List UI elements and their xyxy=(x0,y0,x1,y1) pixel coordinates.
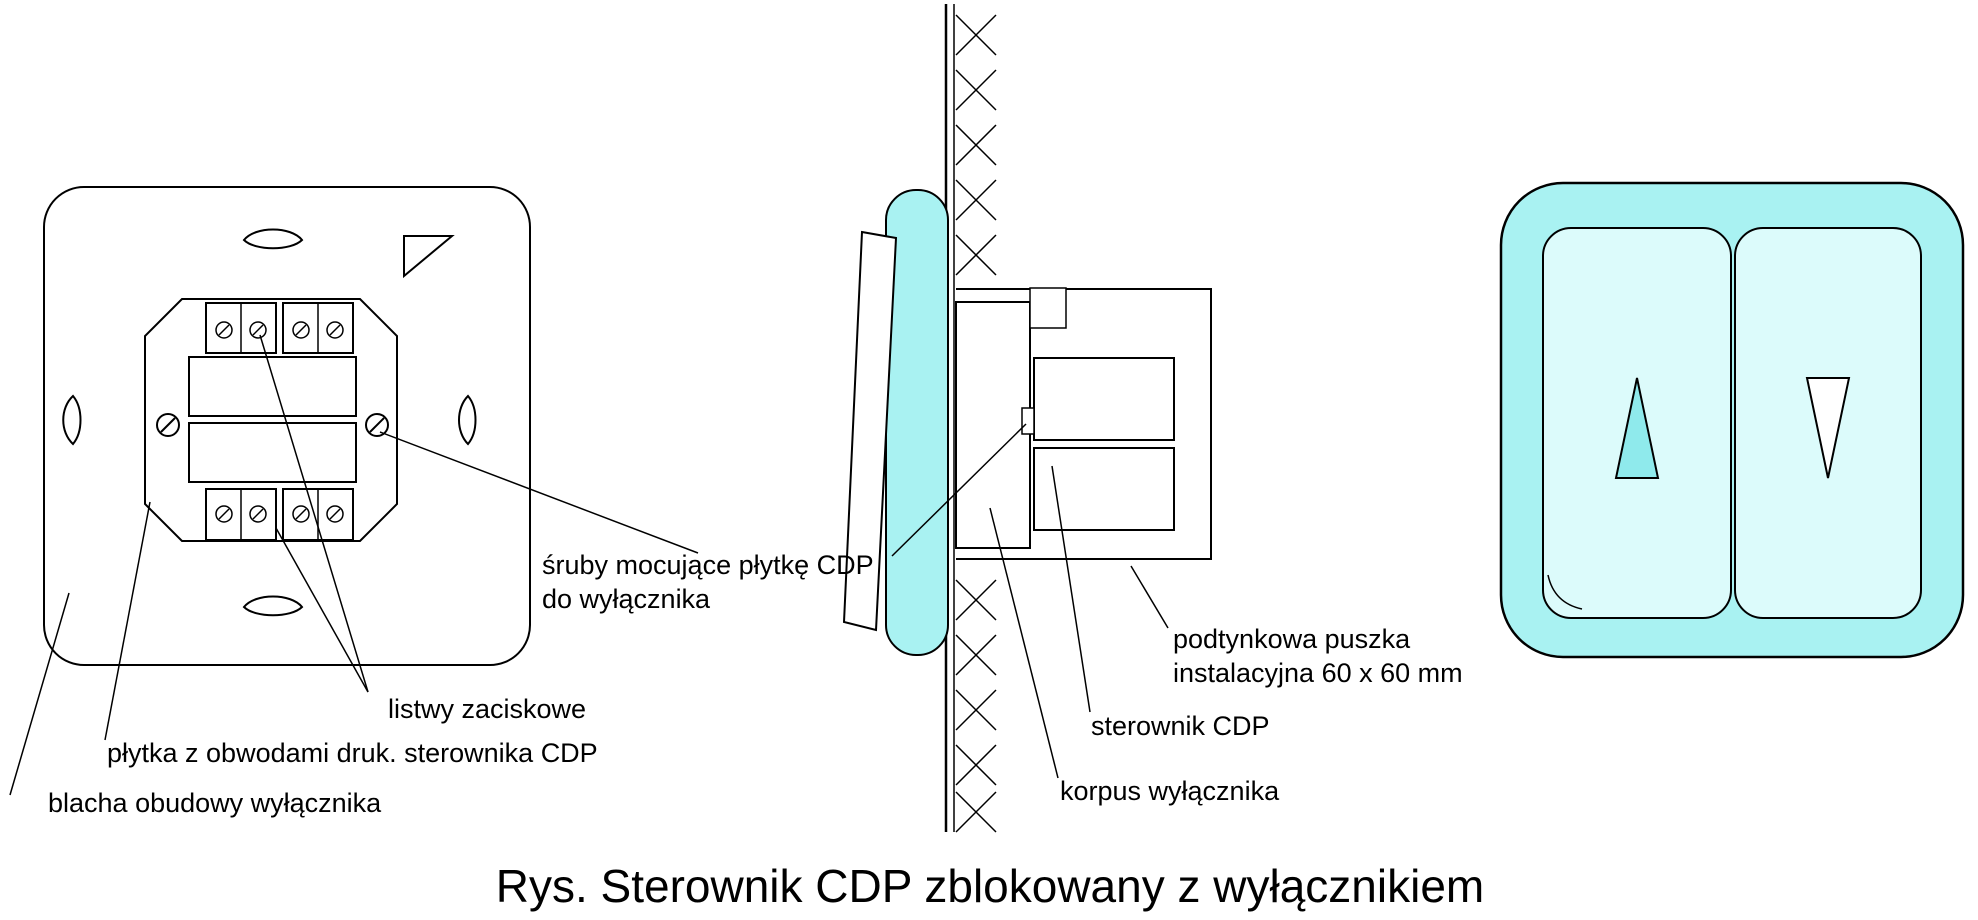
mounting-slot-right xyxy=(458,394,477,446)
label-plytka: płytka z obwodami druk. sterownika CDP xyxy=(107,738,598,768)
arrow-up-icon xyxy=(1614,377,1660,479)
leader-korpus xyxy=(989,507,1059,779)
leader-puszka xyxy=(1130,565,1169,629)
leader-listwy-bottom xyxy=(275,527,369,693)
label-puszka-line2: instalacyjna 60 x 60 mm xyxy=(1173,658,1463,688)
orientation-triangle-mark xyxy=(403,235,455,279)
label-sruby-line1: śruby mocujące płytkę CDP xyxy=(542,550,874,580)
cdp-fixing-screw-side xyxy=(1021,407,1035,435)
leader-blacha xyxy=(9,592,70,796)
metal-plate-side xyxy=(842,230,898,632)
leader-lines xyxy=(9,334,1169,796)
mounting-slot-bottom xyxy=(242,595,304,617)
side-view-section xyxy=(842,4,1212,833)
mounting-slot-left xyxy=(62,394,82,446)
fixing-screw-left xyxy=(156,413,180,437)
front-view-switch-cover xyxy=(1499,181,1965,659)
leader-sruby-right xyxy=(891,423,1027,557)
leader-sruby-left xyxy=(379,431,699,554)
terminal-screws-top xyxy=(215,321,344,339)
wall-hatch-marks xyxy=(955,14,997,833)
figure-caption: Rys. Sterownik CDP zblokowany z wyłączni… xyxy=(496,860,1484,912)
switch-body xyxy=(955,301,1031,549)
label-sruby-line2: do wyłącznika xyxy=(542,584,711,614)
switch-body-step xyxy=(1029,287,1067,329)
installation-box xyxy=(956,288,1212,560)
arrow-down-icon xyxy=(1805,377,1851,479)
cdp-controller-lower-block xyxy=(1033,447,1175,531)
label-listwy: listwy zaciskowe xyxy=(388,694,586,724)
leader-sterownik xyxy=(1051,465,1091,713)
cdp-controller-upper-block xyxy=(1033,357,1175,441)
circuit-board-lower xyxy=(188,422,357,483)
fixing-screw-right xyxy=(365,413,389,437)
circuit-board-upper xyxy=(188,356,357,417)
leader-plytka xyxy=(104,501,151,741)
label-korpus: korpus wyłącznika xyxy=(1060,776,1280,806)
terminal-screws-bottom xyxy=(215,505,344,523)
label-blacha: blacha obudowy wyłącznika xyxy=(48,788,382,818)
leader-listwy-top xyxy=(259,334,369,693)
label-puszka-line1: podtynkowa puszka xyxy=(1173,624,1411,654)
rocker-key-shading-line xyxy=(1547,574,1583,610)
mounting-slot-top xyxy=(242,228,304,250)
label-sterownik: sterownik CDP xyxy=(1091,711,1270,741)
